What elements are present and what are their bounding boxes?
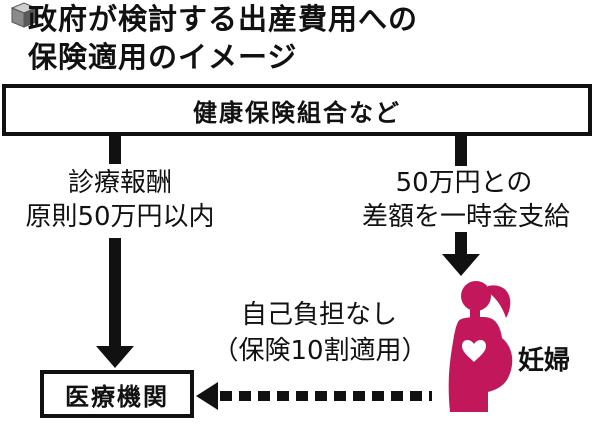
bottom-flow-label-1: 自己負担なし bbox=[240, 300, 397, 330]
pregnant-woman-label: 妊婦 bbox=[518, 346, 571, 376]
right-arrow bbox=[442, 136, 480, 276]
insurer-label: 健康保険組合など bbox=[193, 98, 401, 127]
insurer-box: 健康保険組合など bbox=[2, 84, 592, 136]
dashed-arrow bbox=[196, 382, 432, 410]
cube-icon bbox=[10, 2, 38, 28]
bottom-flow-label-2: （保険10割適用） bbox=[212, 336, 428, 366]
medical-institution-box: 医療機関 bbox=[40, 370, 194, 418]
left-flow-label-1: 診療報酬 bbox=[67, 168, 172, 198]
title-line-2: 保険適用のイメージ bbox=[28, 40, 298, 74]
left-flow-label-2: 原則50万円以内 bbox=[25, 202, 215, 232]
right-flow-label-1: 50万円との bbox=[395, 168, 533, 198]
pregnant-woman-icon bbox=[448, 281, 513, 412]
medical-institution-label: 医療機関 bbox=[65, 382, 169, 411]
left-arrow bbox=[96, 136, 134, 368]
title-line-1: 政府が検討する出産費用への bbox=[28, 2, 419, 36]
right-flow-label-2: 差額を一時金支給 bbox=[361, 202, 570, 232]
